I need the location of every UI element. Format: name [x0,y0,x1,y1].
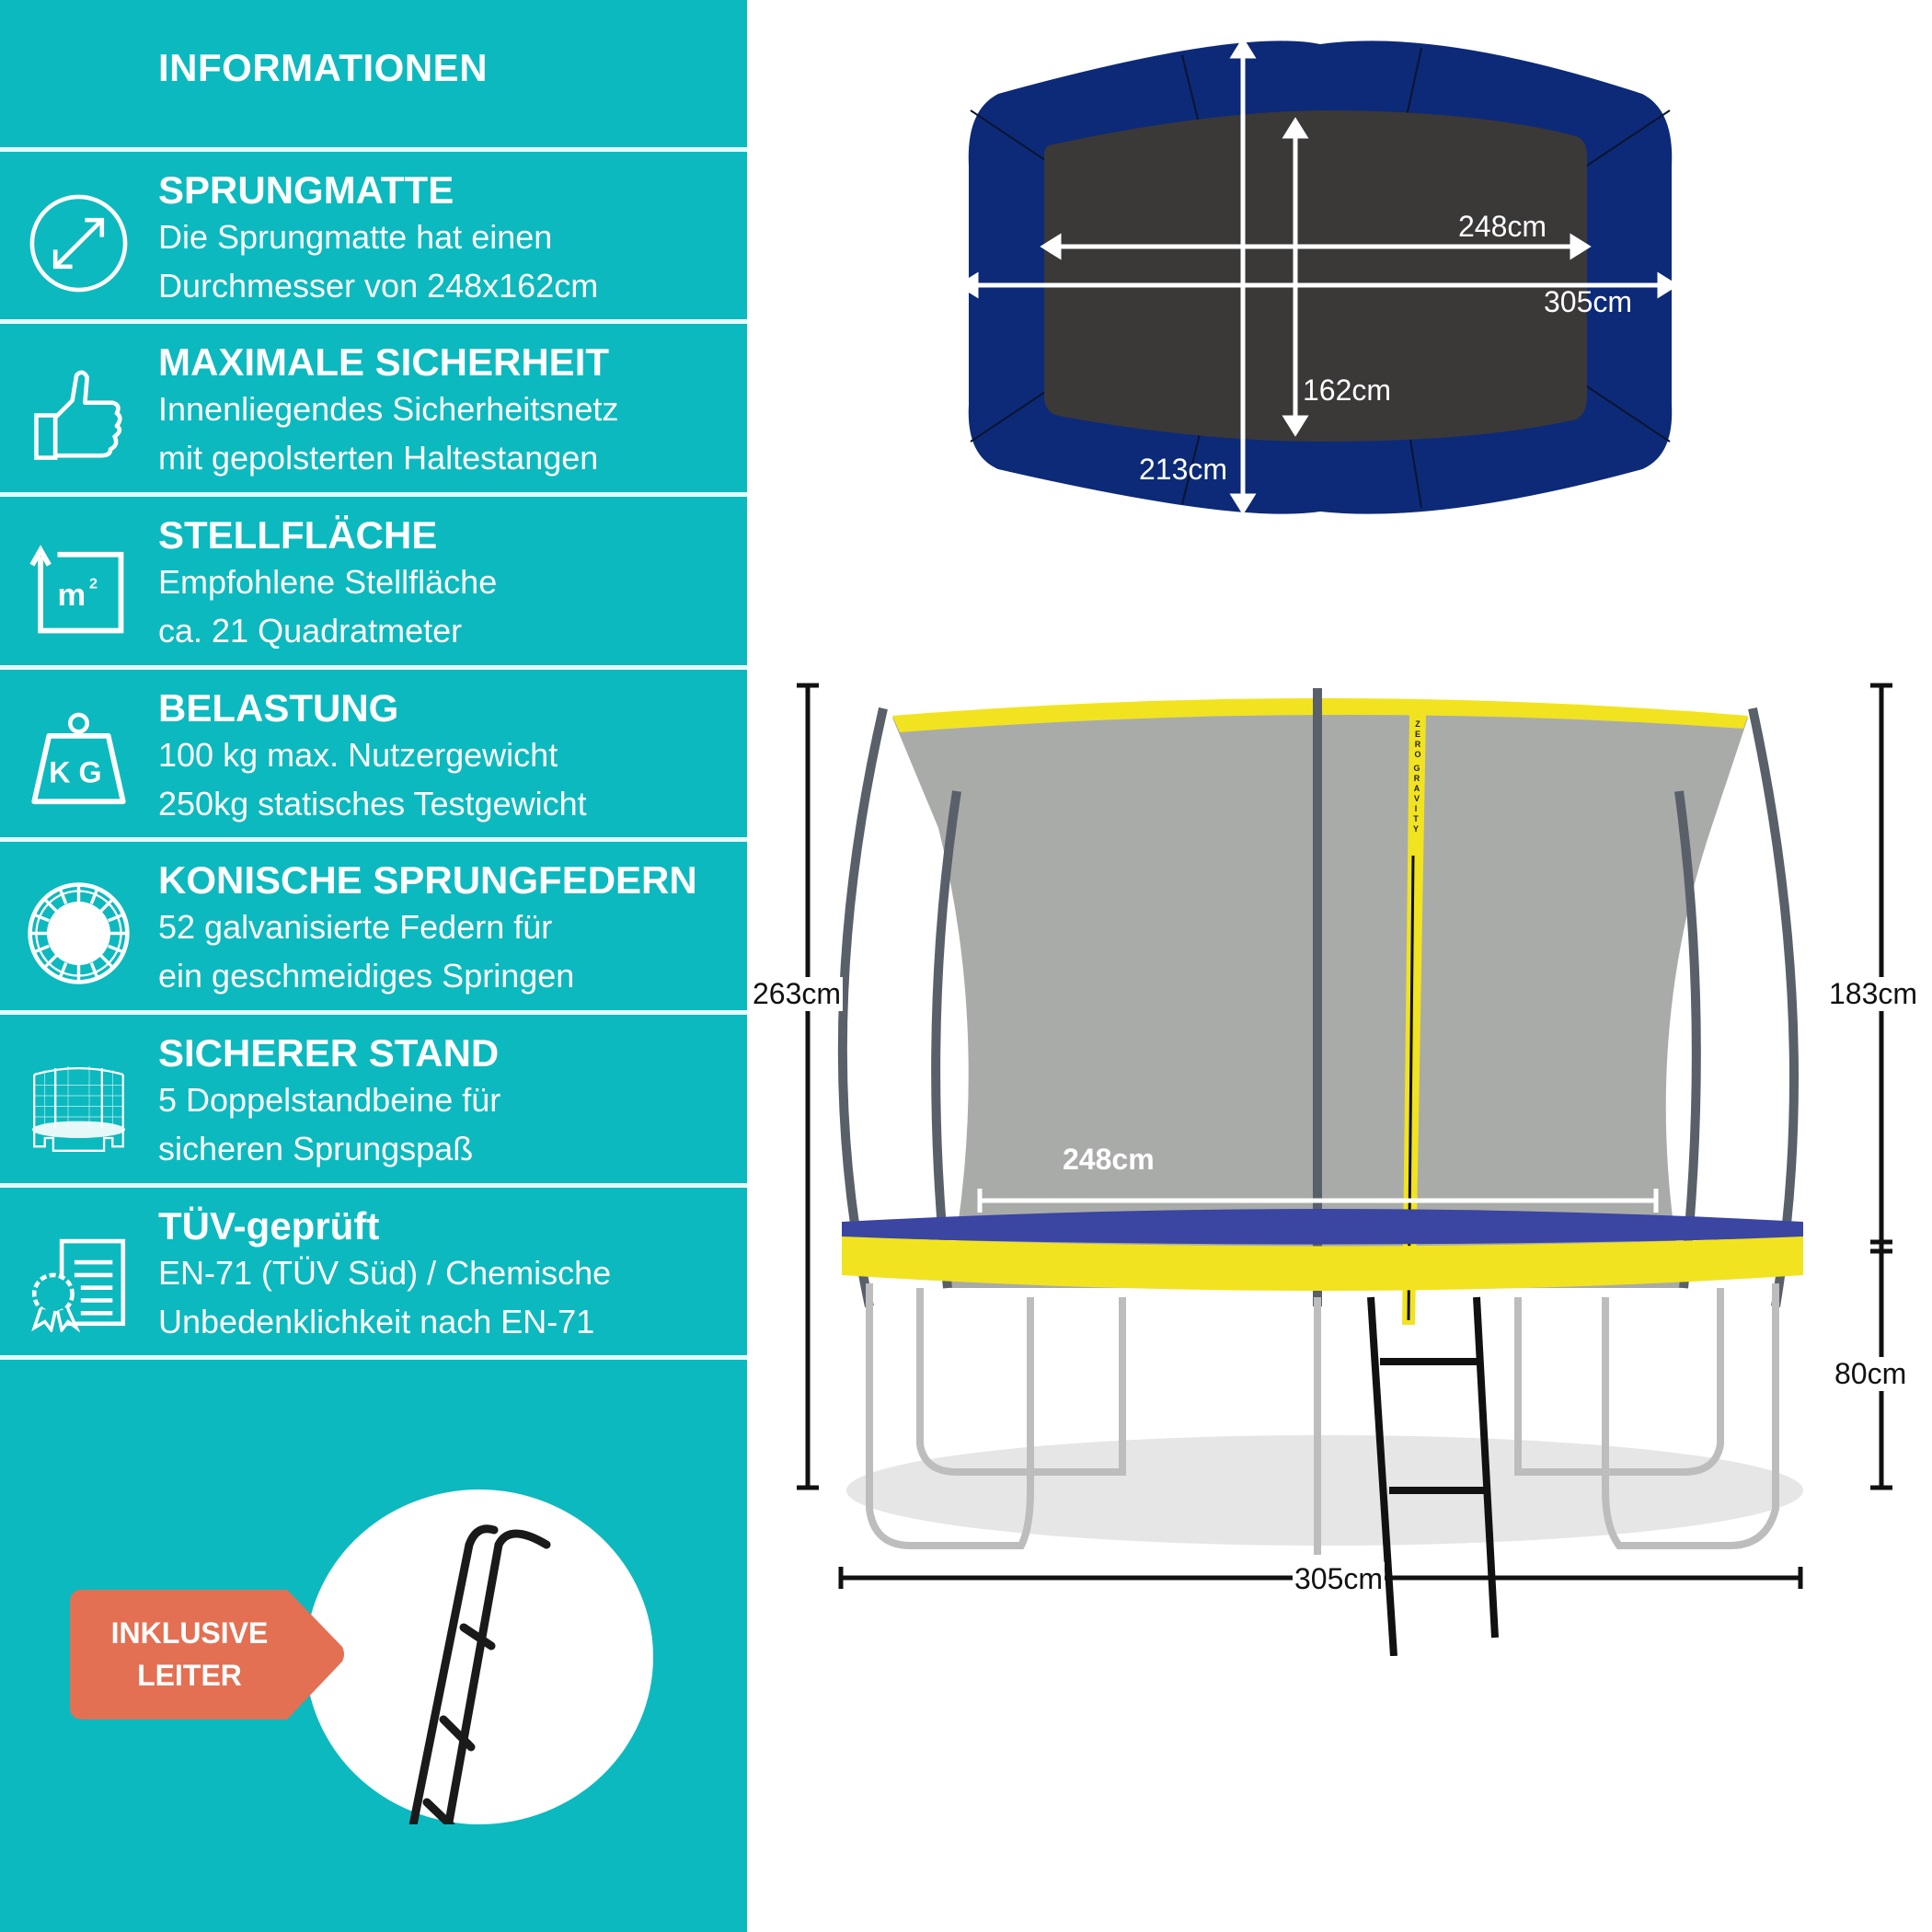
feature-text: Durchmesser von 248x162cm [158,267,599,305]
included-ladder-badge: INKLUSIVE LEITER [70,1612,309,1696]
feature-belastung: K G BELASTUNG 100 kg max. Nutzergewicht … [0,670,747,838]
feature-heading: BELASTUNG [158,686,399,730]
divider [0,1355,747,1360]
divider [0,1010,747,1015]
svg-text:G: G [1413,764,1420,773]
certificate-icon [31,1238,126,1332]
feature-sicherheit: MAXIMALE SICHERHEIT Innenliegendes Siche… [0,324,747,492]
feature-stand: SICHERER STAND 5 Doppelstandbeine für si… [0,1015,747,1183]
feature-text: Die Sprungmatte hat einen [158,218,553,256]
svg-text:V: V [1414,794,1420,803]
top-view-diagram [961,37,1679,515]
svg-text:2: 2 [89,576,98,592]
feature-heading: TÜV-geprüft [158,1204,380,1248]
feature-text: 52 galvanisierte Federn für [158,908,553,946]
feature-text: 5 Doppelstandbeine für [158,1081,501,1119]
feature-text: 100 kg max. Nutzergewicht [158,736,558,774]
svg-text:O: O [1414,750,1420,759]
feature-text: EN-71 (TÜV Süd) / Chemische [158,1254,612,1292]
feature-heading: MAXIMALE SICHERHEIT [158,340,610,384]
top-mat-width-label: 248cm [1458,210,1547,243]
thumbs-up-icon [34,370,122,460]
svg-text:Y: Y [1413,824,1419,834]
trampoline-icon [31,1065,126,1152]
ladder-image-circle [305,1489,653,1919]
frame-height-label: 80cm [1833,1357,1909,1391]
badge-shape [70,1590,344,1719]
feature-text: ca. 21 Quadratmeter [158,612,463,650]
feature-text: 250kg statisches Testgewicht [158,785,587,822]
panel-title: INFORMATIONEN [158,46,489,89]
badge-line: LEITER [137,1659,242,1692]
svg-text:K G: K G [49,756,101,789]
top-mat-depth-label: 162cm [1303,374,1392,407]
feature-text: sicheren Sprungspaß [158,1130,474,1167]
svg-text:E: E [1415,730,1420,739]
svg-text:R: R [1415,740,1421,749]
kg-weight-icon: K G [31,712,126,805]
feature-text: Innenliegendes Sicherheitsnetz [158,390,619,428]
feature-text: Unbedenklichkeit nach EN-71 [158,1303,595,1340]
svg-text:m: m [58,578,86,613]
total-width-label: 305cm [1293,1562,1386,1596]
total-height-label: 263cm [751,977,844,1011]
feature-tuev: TÜV-geprüft EN-71 (TÜV Süd) / Chemische … [0,1188,747,1356]
feature-heading: SICHERER STAND [158,1031,500,1075]
svg-text:Z: Z [1415,719,1420,729]
feature-sprungmatte: SPRUNGMATTE Die Sprungmatte hat einen Du… [0,152,747,320]
feature-text: ein geschmeidiges Springen [158,957,575,995]
trampoline-springs-icon [28,882,130,984]
divider [0,837,747,842]
svg-text:R: R [1414,774,1420,783]
feature-heading: KONISCHE SPRUNGFEDERN [158,858,697,902]
square-meter-icon: m 2 [29,545,124,634]
svg-text:I: I [1415,804,1418,813]
feature-heading: SPRUNGMATTE [158,168,454,212]
svg-text:A: A [1414,784,1420,793]
ladder-icon [402,1524,551,1919]
divider [0,1183,747,1188]
feature-sprungfedern: KONISCHE SPRUNGFEDERN 52 galvanisierte F… [0,842,747,1010]
badge-line: INKLUSIVE [110,1616,269,1650]
divider [0,147,747,152]
feature-stellflaeche: m 2 STELLFLÄCHE Empfohlene Stellfläche c… [0,497,747,665]
top-outer-depth-label: 213cm [1139,453,1228,486]
divider [0,492,747,497]
side-mat-width-label: 248cm [1063,1143,1155,1176]
divider [0,665,747,670]
top-outer-width-label: 305cm [1544,285,1633,318]
feature-text: mit gepolsterten Haltestangen [158,439,599,477]
info-panel: INFORMATIONEN SPRUNGMATTE Die Sprungmatt… [0,0,747,1932]
svg-text:T: T [1413,814,1419,823]
feature-heading: STELLFLÄCHE [158,513,438,557]
diagonal-arrows-icon [29,194,128,293]
net-height-label: 183cm [1827,977,1920,1011]
divider [0,319,747,324]
feature-text: Empfohlene Stellfläche [158,563,498,601]
